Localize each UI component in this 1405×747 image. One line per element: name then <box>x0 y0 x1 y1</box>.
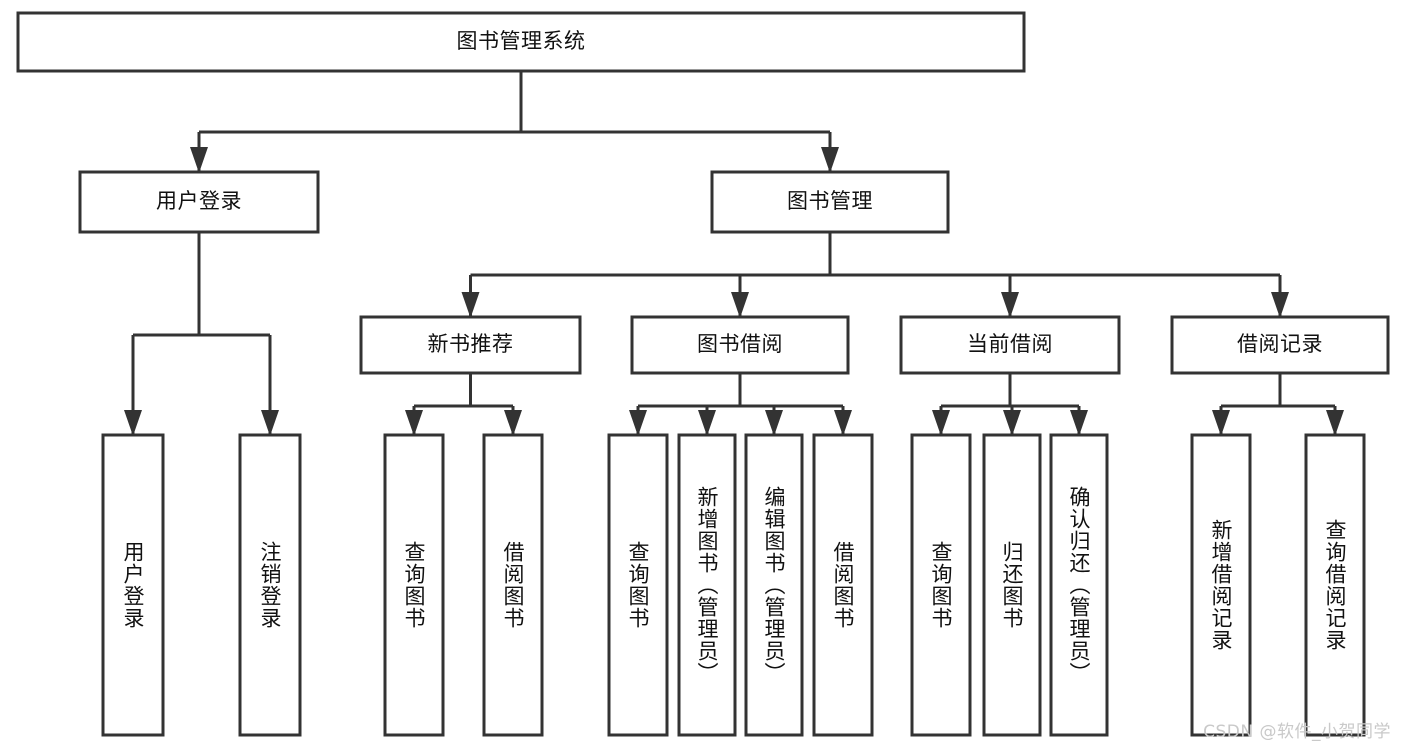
node-box-leaf-edit-book[interactable] <box>744 433 804 737</box>
arrow-head-icon <box>698 410 716 436</box>
arrow-head-icon <box>1001 292 1019 318</box>
node-box-leaf-borrow-book-1[interactable] <box>482 433 544 737</box>
arrow-head-icon <box>405 410 423 436</box>
node-box-current-borrow[interactable] <box>899 315 1121 375</box>
node-box-borrow-record[interactable] <box>1170 315 1390 375</box>
arrow-head-icon <box>1271 292 1289 318</box>
node-box-book-borrow[interactable] <box>630 315 850 375</box>
node-box-leaf-query-book-2[interactable] <box>607 433 669 737</box>
boxes-layer <box>16 11 1390 737</box>
arrow-head-icon <box>834 410 852 436</box>
arrow-head-icon <box>731 292 749 318</box>
node-box-leaf-add-record[interactable] <box>1190 433 1252 737</box>
arrow-head-icon <box>765 410 783 436</box>
node-box-leaf-query-book-3[interactable] <box>910 433 972 737</box>
arrow-head-icon <box>190 147 208 173</box>
node-box-leaf-query-book-1[interactable] <box>383 433 445 737</box>
node-box-leaf-query-record[interactable] <box>1304 433 1366 737</box>
arrow-head-icon <box>461 292 480 318</box>
node-box-leaf-confirm-return[interactable] <box>1049 433 1109 737</box>
arrow-head-icon <box>504 410 522 436</box>
arrow-head-icon <box>1003 410 1021 436</box>
arrow-head-icon <box>261 410 279 436</box>
watermark-text: CSDN @软件_小贺同学 <box>1203 722 1391 742</box>
node-box-leaf-add-book[interactable] <box>677 433 737 737</box>
arrow-head-icon <box>124 410 142 436</box>
node-box-leaf-user-login[interactable] <box>101 433 165 737</box>
arrow-head-icon <box>932 410 950 436</box>
node-box-leaf-return-book[interactable] <box>982 433 1042 737</box>
arrow-head-icon <box>1326 410 1344 436</box>
arrow-head-icon <box>1070 410 1088 436</box>
node-box-user-login[interactable] <box>78 170 320 234</box>
edges-layer <box>124 71 1344 436</box>
arrow-head-icon <box>629 410 647 436</box>
arrow-head-icon <box>1212 410 1230 436</box>
node-box-leaf-logout-login[interactable] <box>238 433 302 737</box>
node-box-book-manage[interactable] <box>710 170 950 234</box>
arrow-head-icon <box>821 147 839 173</box>
node-box-new-book-recommend[interactable] <box>359 315 582 375</box>
node-box-root[interactable] <box>16 11 1026 73</box>
node-box-leaf-borrow-book-2[interactable] <box>812 433 874 737</box>
